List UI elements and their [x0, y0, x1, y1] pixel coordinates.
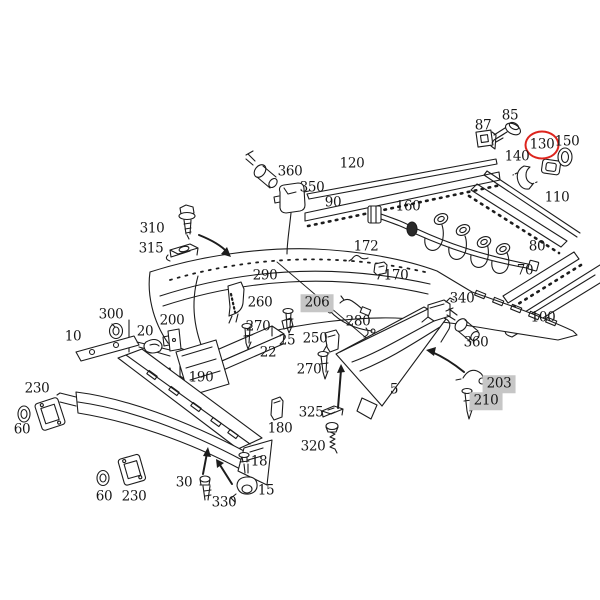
- sensor-360-top: [245, 150, 278, 189]
- label-190: 190: [188, 369, 214, 386]
- part-120-trim-strip: [306, 158, 498, 200]
- circle-marker-130: [524, 130, 560, 160]
- label-90: 90: [324, 194, 342, 211]
- label-160: 160: [395, 198, 421, 215]
- label-100: 100: [530, 309, 556, 326]
- screw-320: [325, 421, 339, 454]
- screw-18: [238, 451, 250, 474]
- rivet-270-left: [241, 322, 253, 350]
- label-110: 110: [544, 189, 570, 206]
- label-250: 250: [302, 330, 328, 347]
- pad-230-center: [117, 453, 147, 486]
- rivet-25: [282, 307, 294, 334]
- label-310: 310: [139, 220, 165, 237]
- label-130: 130: [529, 136, 555, 153]
- leader-line-350: [286, 212, 292, 255]
- part-110-trim-strip: [483, 170, 581, 238]
- wedge-180: [270, 396, 284, 421]
- part-30-reinforcement-beam: [56, 391, 273, 486]
- holder-350: [273, 182, 310, 214]
- part-70-protect-strip: [502, 251, 583, 311]
- label-230-center: 230: [121, 488, 147, 505]
- label-172: 172: [353, 238, 379, 255]
- label-150: 150: [554, 133, 580, 150]
- wire-206: [339, 295, 372, 317]
- grommet-150: [557, 147, 573, 167]
- label-25: 25: [278, 332, 296, 349]
- label-170: 170: [383, 267, 409, 284]
- bracket-260: [227, 281, 245, 324]
- label-10: 10: [64, 328, 82, 345]
- label-22: 22: [259, 344, 277, 361]
- label-87: 87: [474, 117, 492, 134]
- label-70: 70: [516, 262, 534, 279]
- label-180: 180: [267, 420, 293, 437]
- clip-170: [373, 261, 388, 280]
- label-315: 315: [138, 240, 164, 257]
- label-140: 140: [504, 148, 530, 165]
- arrow-310-to-cover: [198, 234, 231, 257]
- arrow-330-up: [202, 447, 211, 475]
- screw-310: [178, 204, 196, 240]
- arrow-325-up: [337, 364, 345, 409]
- label-340: 340: [449, 290, 475, 307]
- label-270-left: 270: [245, 318, 271, 335]
- grommet-60-left: [17, 405, 31, 423]
- label-206: 206: [300, 294, 334, 312]
- label-325: 325: [298, 404, 324, 421]
- sensor-360-right: [445, 307, 480, 343]
- bracket-200: [162, 328, 182, 352]
- pad-230-left: [34, 397, 66, 431]
- label-5: 5: [389, 381, 399, 398]
- label-260: 260: [247, 294, 273, 311]
- part-160-sensor-harness: [367, 205, 540, 274]
- label-230-left: 230: [24, 380, 50, 397]
- label-210: 210: [469, 392, 503, 410]
- grommet-60-center: [96, 469, 110, 487]
- rivet-270-right: [317, 350, 329, 380]
- part-5-bumper-side-piece: [335, 306, 451, 420]
- label-330: 330: [211, 494, 237, 511]
- bracket-140: [512, 165, 538, 190]
- label-20: 20: [136, 323, 154, 340]
- label-360-top: 360: [277, 163, 303, 180]
- label-60-left: 60: [13, 421, 31, 438]
- label-300: 300: [98, 306, 124, 323]
- clamp-15: [230, 476, 258, 503]
- screw-330: [199, 475, 212, 501]
- part-90-protect-strip: [304, 171, 503, 228]
- sensor-holder-130: [540, 158, 562, 176]
- hook-172: [348, 254, 369, 262]
- label-360-right: 360: [463, 334, 489, 351]
- grommet-300: [108, 322, 124, 340]
- label-60-center: 60: [95, 488, 113, 505]
- label-320: 320: [300, 438, 326, 455]
- label-203: 203: [482, 375, 516, 393]
- label-270-right: 270: [296, 361, 322, 378]
- arrow-203-to-piece5: [426, 347, 465, 373]
- part-30-carrier-rail: [117, 339, 263, 450]
- bracket-340: [421, 297, 455, 323]
- label-85: 85: [501, 107, 519, 124]
- screw-85: [491, 121, 521, 144]
- clip-20: [143, 338, 163, 354]
- arrow-15-up: [216, 459, 233, 485]
- label-280: 280: [345, 313, 371, 330]
- label-120: 120: [339, 155, 365, 172]
- clip-87: [475, 129, 497, 150]
- label-350: 350: [299, 179, 325, 196]
- part-80-protect-strip: [467, 183, 568, 255]
- cage-nut-315: [165, 243, 199, 262]
- label-18: 18: [250, 453, 268, 470]
- label-200: 200: [159, 312, 185, 329]
- label-15: 15: [257, 482, 275, 499]
- label-290: 290: [252, 267, 278, 284]
- label-30: 30: [175, 474, 193, 491]
- label-80: 80: [528, 238, 546, 255]
